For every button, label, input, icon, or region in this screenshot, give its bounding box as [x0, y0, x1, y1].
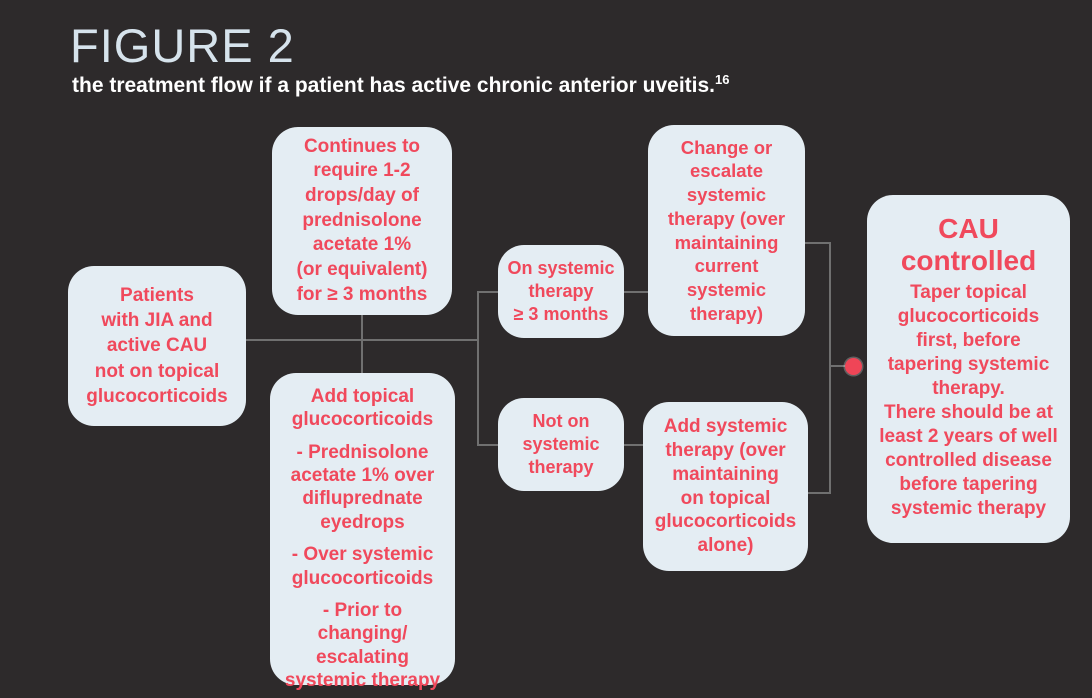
node-patients-text: Patients with JIA and active CAU not on … — [86, 285, 228, 407]
node-add-systemic-text: Add systemic therapy (over maintaining o… — [654, 416, 797, 556]
node-add-systemic-therapy: Add systemic therapy (over maintaining o… — [643, 402, 808, 571]
node-add-topical-glucocorticoids: Add topical glucocorticoids - Prednisolo… — [270, 373, 455, 691]
node-not-on-systemic-text: Not on systemic therapy — [522, 410, 600, 478]
connector-stub-notsys-left — [477, 444, 500, 446]
connector-stub-change-right — [803, 242, 831, 244]
connector-stub-addsys-right — [806, 492, 831, 494]
node-continues-text: Continues to require 1-2 drops/day of pr… — [296, 135, 428, 305]
connector-mid-vertical — [361, 313, 363, 375]
node-add-topical-heading: Add topical glucocorticoids — [291, 386, 434, 431]
node-change-or-escalate-systemic: Change or escalate systemic therapy (ove… — [648, 125, 805, 336]
connector-right-vertical — [829, 242, 831, 494]
node-cau-controlled: CAU controlled Taper topical glucocortic… — [867, 195, 1070, 543]
node-add-topical-bullet-prednisolone: - Prednisolone acetate 1% over diflupred… — [290, 441, 435, 533]
connector-stub-notsys-right — [622, 444, 645, 446]
node-change-escalate-text: Change or escalate systemic therapy (ove… — [667, 136, 786, 324]
node-add-topical-bullet-prior: - Prior to changing/ escalating systemic… — [284, 599, 441, 691]
connector-stub-dot — [829, 365, 851, 367]
node-cau-controlled-heading: CAU controlled — [900, 213, 1037, 277]
figure-subtitle-text: the treatment flow if a patient has acti… — [72, 74, 715, 97]
connector-stub-onsys-left — [477, 291, 500, 293]
node-cau-controlled-body: Taper topical glucocorticoids first, bef… — [879, 282, 1058, 519]
connector-stub-onsys-right — [622, 291, 650, 293]
figure-reference: 16 — [715, 72, 730, 87]
figure-subtitle: the treatment flow if a patient has acti… — [72, 72, 729, 98]
figure-title: FIGURE 2 — [70, 19, 295, 72]
node-patients-jia-active-cau: Patients with JIA and active CAU not on … — [68, 266, 246, 426]
node-on-systemic-text: On systemic therapy ≥ 3 months — [507, 257, 615, 325]
node-continues-to-require-drops: Continues to require 1-2 drops/day of pr… — [272, 127, 452, 315]
node-on-systemic-therapy: On systemic therapy ≥ 3 months — [498, 245, 624, 338]
connector-branch-vertical — [477, 291, 479, 446]
node-not-on-systemic-therapy: Not on systemic therapy — [498, 398, 624, 491]
connector-endpoint-dot — [845, 358, 862, 375]
node-add-topical-bullet-systemic: - Over systemic glucocorticoids — [291, 544, 434, 589]
